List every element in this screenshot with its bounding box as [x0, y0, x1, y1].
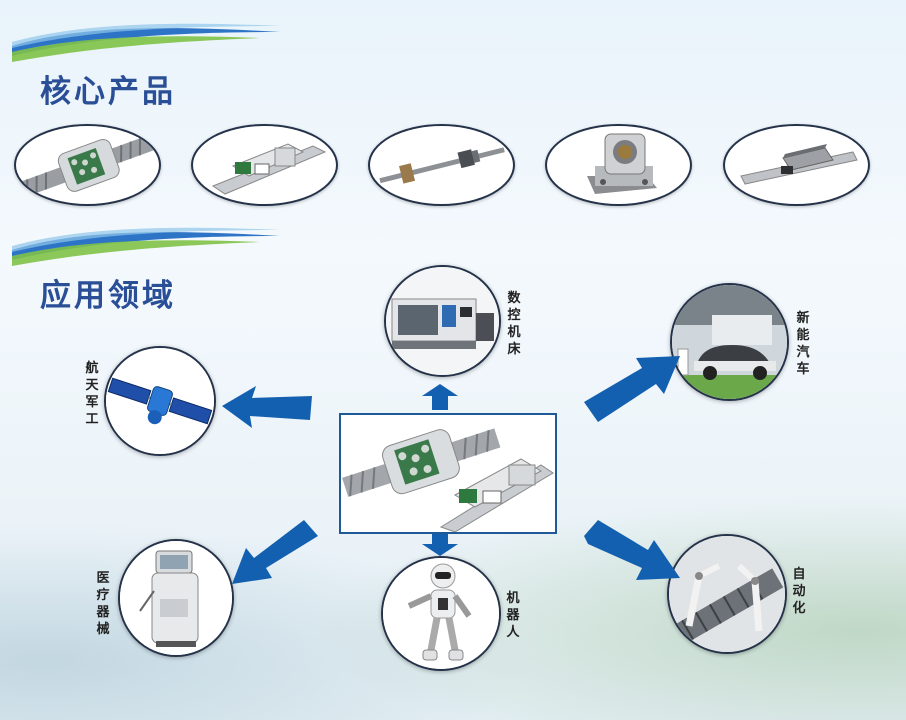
ball-screw-and-guide-icon: [342, 428, 554, 533]
label-new-energy-vehicle: 新能汽车: [796, 311, 810, 377]
product-ball-screw-nut: [14, 124, 161, 206]
arrow-down-icon: [422, 534, 458, 556]
satellite-icon: [106, 348, 214, 454]
humanoid-robot-icon: [383, 558, 499, 669]
header-swoosh-icon: [12, 23, 280, 62]
application-new-energy-vehicle: [670, 283, 789, 401]
linear-guide-block-icon: [211, 143, 327, 195]
ball-screw-shaft-icon: [379, 147, 505, 184]
arrow-left-icon: [222, 386, 312, 428]
label-automation: 自动化: [792, 567, 806, 616]
product-screw-support-unit: [545, 124, 692, 206]
product-linear-guide-block: [191, 124, 338, 206]
label-medical: 医疗器械: [96, 571, 110, 637]
center-products-box: [339, 413, 557, 534]
application-cnc: [384, 265, 501, 377]
header-swoosh-icon: [12, 227, 280, 266]
arrow-up-icon: [422, 384, 458, 410]
arrow-up-right-icon: [584, 356, 680, 422]
application-automation: [667, 534, 787, 654]
arrow-down-right-icon: [584, 520, 680, 580]
arrow-down-left-icon: [232, 520, 318, 584]
cnc-machine-icon: [386, 267, 499, 375]
application-aerospace: [104, 346, 216, 456]
product-linear-rail: [723, 124, 870, 206]
application-medical: [118, 539, 234, 657]
applications-section-title: 应用领域: [40, 278, 176, 314]
ball-screw-nut-icon: [16, 129, 159, 200]
label-cnc: 数控机床: [507, 291, 521, 357]
label-aerospace: 航天军工: [85, 361, 99, 427]
linear-rail-icon: [740, 144, 858, 185]
screw-support-unit-icon: [587, 133, 657, 194]
label-robot: 机器人: [506, 591, 520, 640]
electric-car-icon: [672, 285, 787, 399]
application-robot: [381, 556, 501, 671]
product-ball-screw-shaft: [368, 124, 515, 206]
industrial-robot-arm-icon: [669, 536, 785, 652]
products-section-title: 核心产品: [40, 74, 176, 110]
medical-device-icon: [120, 541, 232, 655]
